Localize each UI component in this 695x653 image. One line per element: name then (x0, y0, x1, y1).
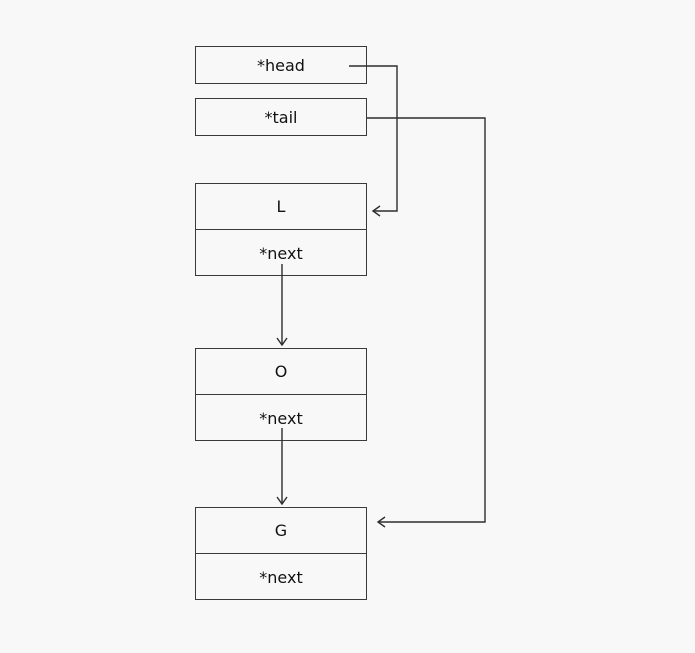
list-node-o: O *next (195, 348, 367, 441)
node-value-cell: L (196, 184, 366, 230)
node-value-label: L (276, 197, 286, 216)
node-value-label: O (274, 362, 288, 381)
tail-pointer-label: *tail (264, 107, 298, 127)
list-node-g: G *next (195, 507, 367, 600)
node-next-cell: *next (196, 554, 366, 600)
tail-arrowhead (376, 516, 386, 528)
node-value-label: G (274, 521, 288, 540)
node-next-label: *next (259, 567, 303, 587)
node-next-cell: *next (196, 230, 366, 276)
head-pointer-box: *head (195, 46, 367, 84)
node-next-cell: *next (196, 395, 366, 441)
tail-to-node-g-arrow (367, 117, 486, 523)
node-value-cell: O (196, 349, 366, 395)
list-node-l: L *next (195, 183, 367, 276)
node-l-next-arrowhead (276, 337, 288, 347)
head-pointer-label: *head (257, 55, 305, 75)
tail-pointer-box: *tail (195, 98, 367, 136)
node-next-label: *next (259, 243, 303, 263)
node-o-next-arrowhead (276, 496, 288, 506)
node-value-cell: G (196, 508, 366, 554)
head-arrowhead (371, 205, 381, 217)
node-next-label: *next (259, 408, 303, 428)
